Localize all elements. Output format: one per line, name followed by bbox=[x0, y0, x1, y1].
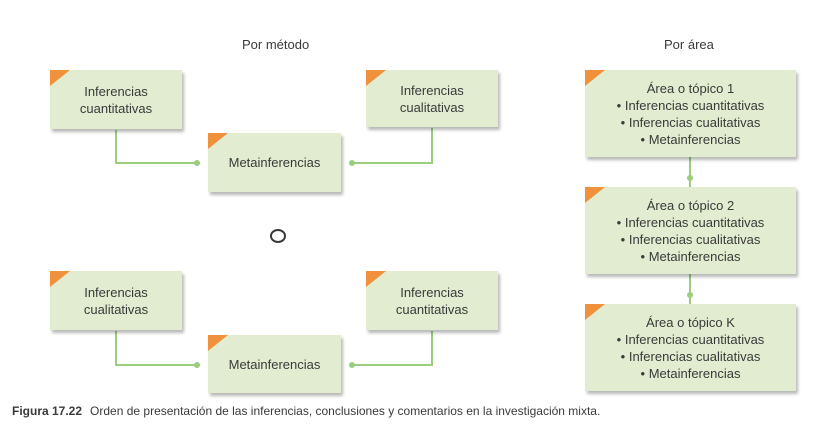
box-d2-right-line1: Inferencias bbox=[400, 284, 464, 300]
box-d2-center: Metainferencias bbox=[208, 335, 341, 393]
area-item: Inferencias cuantitativas bbox=[617, 97, 764, 114]
area-item: Inferencias cuantitativas bbox=[617, 331, 764, 348]
area-title: Área o tópico K bbox=[646, 314, 735, 330]
corner-accent bbox=[585, 304, 605, 320]
connector-dot bbox=[349, 362, 355, 368]
area-box-2: Área o tópico 2 Inferencias cuantitativa… bbox=[585, 187, 796, 274]
connector-d2-right bbox=[352, 331, 433, 366]
box-d2-left-line2: cualitativas bbox=[83, 301, 149, 317]
separator-o bbox=[270, 229, 286, 243]
box-d1-left: Inferencias cuantitativas bbox=[50, 70, 182, 129]
connector-d1-left bbox=[115, 130, 197, 164]
figure-number: Figura 17.22 bbox=[12, 404, 83, 418]
box-d1-center-label: Metainferencias bbox=[228, 155, 321, 170]
heading-por-area: Por área bbox=[664, 37, 714, 52]
connector-dot bbox=[194, 362, 200, 368]
connector-dot bbox=[687, 175, 693, 181]
box-d1-center: Metainferencias bbox=[208, 133, 341, 192]
box-d1-right-line1: Inferencias bbox=[400, 82, 464, 98]
box-d2-left-line1: Inferencias bbox=[84, 284, 148, 300]
figure-caption: Figura 17.22 Orden de presentación de las… bbox=[12, 404, 600, 418]
area-box-1: Área o tópico 1 Inferencias cuantitativa… bbox=[585, 70, 796, 157]
area-title: Área o tópico 1 bbox=[646, 80, 735, 96]
box-d2-center-label: Metainferencias bbox=[228, 356, 321, 372]
corner-accent bbox=[208, 133, 228, 149]
corner-accent bbox=[366, 271, 386, 287]
corner-accent bbox=[50, 70, 70, 86]
box-d2-left: Inferencias cualitativas bbox=[50, 271, 182, 330]
box-d1-left-line2: cuantitativas bbox=[79, 100, 153, 116]
area-item: Metainferencias bbox=[641, 248, 741, 265]
box-d1-right: Inferencias cualitativas bbox=[366, 70, 498, 127]
connector-dot bbox=[349, 160, 355, 166]
area-item: Inferencias cualitativas bbox=[621, 348, 761, 365]
figure-caption-text: Orden de presentación de las inferencias… bbox=[90, 404, 601, 418]
corner-accent bbox=[208, 335, 228, 351]
box-d1-right-line2: cualitativas bbox=[399, 99, 465, 115]
box-d2-right: Inferencias cuantitativas bbox=[366, 271, 498, 330]
area-item: Inferencias cuantitativas bbox=[617, 214, 764, 231]
area-item: Metainferencias bbox=[641, 131, 741, 148]
corner-accent bbox=[585, 187, 605, 203]
area-title: Área o tópico 2 bbox=[646, 197, 735, 213]
heading-por-metodo: Por método bbox=[242, 37, 310, 52]
box-d1-left-line1: Inferencias bbox=[84, 83, 148, 99]
area-item: Inferencias cualitativas bbox=[621, 114, 761, 131]
connector-d2-left bbox=[115, 331, 197, 366]
corner-accent bbox=[50, 271, 70, 287]
area-item: Inferencias cualitativas bbox=[621, 231, 761, 248]
area-item: Metainferencias bbox=[641, 365, 741, 382]
connector-d1-right bbox=[352, 128, 433, 164]
box-d2-right-line2: cuantitativas bbox=[395, 301, 469, 317]
connector-dot bbox=[194, 160, 200, 166]
corner-accent bbox=[366, 70, 386, 86]
area-box-3: Área o tópico K Inferencias cuantitativa… bbox=[585, 304, 796, 391]
corner-accent bbox=[585, 70, 605, 86]
connector-dot bbox=[687, 292, 693, 298]
